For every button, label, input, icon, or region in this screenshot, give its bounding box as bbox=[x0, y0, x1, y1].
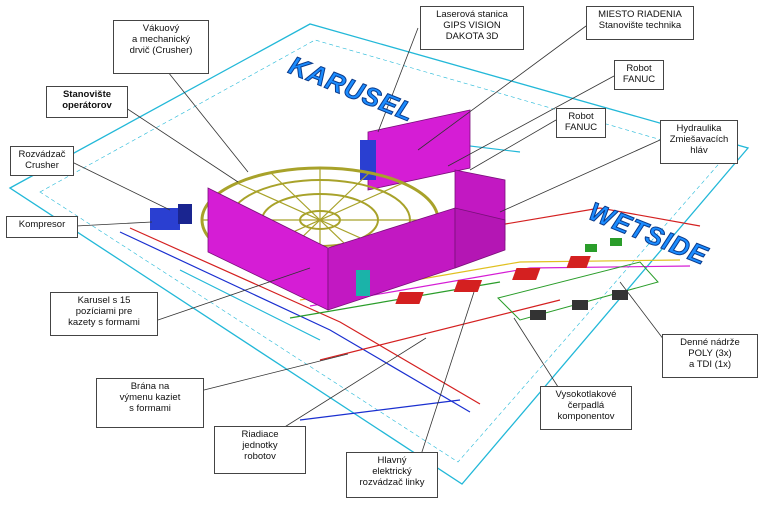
callout-gate: Brána na výmenu kaziet s formami bbox=[96, 378, 204, 428]
leader-lines bbox=[71, 25, 665, 459]
callout-robot-control-units: Riadiace jednotky robotov bbox=[214, 426, 306, 474]
front-wall-right bbox=[327, 207, 456, 311]
callout-switchboard: Rozvádzač Crusher bbox=[10, 146, 74, 176]
callout-laser-station: Laserová stanica GIPS VISION DAKOTA 3D bbox=[420, 6, 524, 50]
callout-compressor: Kompresor bbox=[6, 216, 78, 238]
callout-hydraulics: Hydraulika Zmiešavacích hláv bbox=[660, 120, 738, 164]
callout-carousel: Karusel s 15 pozíciami pre kazety s form… bbox=[50, 292, 158, 336]
callout-control-station: MIESTO RIADENIA Stanovište technika bbox=[586, 6, 694, 40]
front-wall-end bbox=[454, 207, 506, 269]
callout-crusher: Vákuový a mechanický drvič (Crusher) bbox=[113, 20, 209, 74]
callout-robot-2: Robot FANUC bbox=[556, 108, 606, 138]
teal-panel-1 bbox=[356, 270, 370, 296]
front-wall-left bbox=[207, 187, 329, 311]
callout-day-tanks: Denné nádrže POLY (3x) a TDI (1x) bbox=[662, 334, 758, 378]
wetside-tanks bbox=[395, 238, 659, 321]
service-lines bbox=[119, 139, 701, 421]
compressor-machine bbox=[150, 208, 180, 230]
callout-pumps: Vysokotlakové čerpadlá komponentov bbox=[540, 386, 632, 430]
callout-operator-station: Stanovište operátorov bbox=[46, 86, 128, 118]
laser-station-machine bbox=[360, 140, 376, 180]
callout-robot-1: Robot FANUC bbox=[614, 60, 664, 90]
floor-inner-outline bbox=[39, 39, 725, 463]
floor-outline bbox=[8, 23, 750, 485]
compressor-machine-2 bbox=[178, 204, 192, 224]
callout-main-switchboard: Hlavný elektrický rozvádzač linky bbox=[346, 452, 438, 498]
